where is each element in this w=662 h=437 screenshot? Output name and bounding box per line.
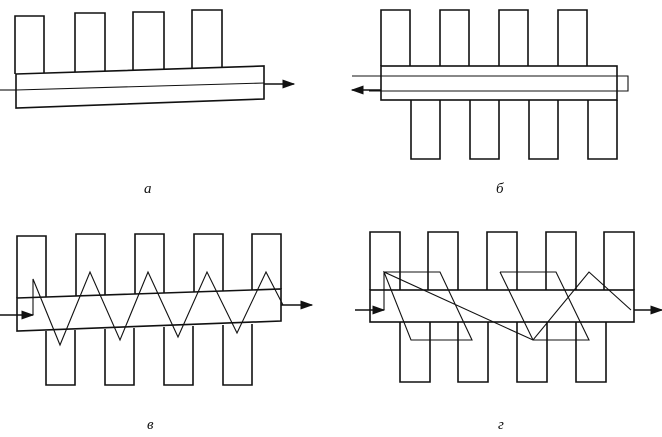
panel-v-zigzag-flow (32, 270, 284, 347)
panel-b: б (350, 9, 629, 197)
panel-g-bottom-fins (399, 322, 607, 383)
panel-b-top-fins (380, 9, 588, 66)
panel-g-label: г (498, 417, 504, 433)
panel-g-flow-path (382, 270, 632, 341)
panel-b-tube (380, 65, 618, 101)
panel-v-bottom-fins (45, 324, 253, 386)
panel-v: в (0, 233, 314, 433)
panel-v-tube (16, 288, 282, 332)
panel-v-top-fins (16, 233, 282, 298)
panel-g-tube (369, 289, 635, 323)
panel-a-fins (14, 9, 223, 74)
panel-g: г (355, 231, 662, 433)
panel-a: а (0, 9, 296, 197)
panel-a-label: а (144, 181, 152, 197)
panel-v-label: в (147, 417, 154, 433)
panel-b-inner-tube (352, 75, 629, 92)
panel-g-top-fins (369, 231, 635, 290)
panel-b-label: б (496, 181, 504, 197)
panel-b-bottom-fins (410, 100, 618, 160)
panel-a-flow-line (15, 82, 265, 91)
panel-a-tube (15, 65, 265, 109)
panel-g-second-loop (499, 271, 590, 341)
